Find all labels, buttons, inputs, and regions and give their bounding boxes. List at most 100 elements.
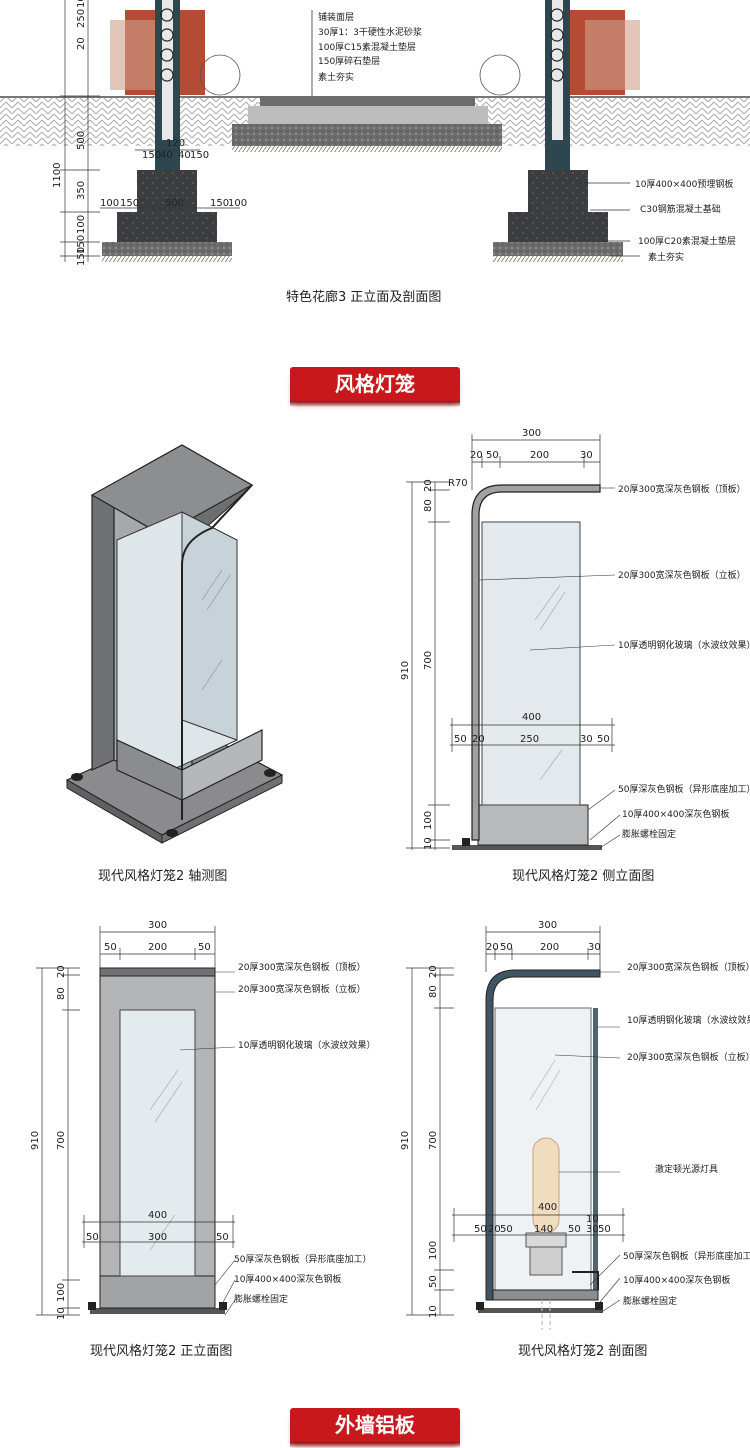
material-note: 100厚C20素混凝土垫层 [638,235,736,247]
material-note: 20厚300宽深灰色钢板（顶板） [238,961,366,973]
side-caption: 现代风格灯笼2 侧立面图 [512,869,655,884]
dimension-label: 200 [148,942,167,953]
dimension-label: 700 [428,1131,439,1150]
lantern-section-title: 风格灯笼 [290,367,460,407]
dimension-label: 100 [428,1241,439,1260]
dimension-label: 140 [534,1224,553,1235]
dimension-label: 300 [538,920,557,931]
dimension-label: 80 [56,987,67,1000]
dimension-label: 200 [540,942,559,953]
corridor-caption: 特色花廊3 正立面及剖面图 [286,290,442,305]
material-note: 素土夯实 [318,71,354,83]
dimension-label: 50 [500,1224,513,1235]
dimension-label: 910 [30,1131,41,1150]
dimension-label: 910 [400,661,411,680]
dimension-label: 500 [165,198,184,209]
material-note: 20厚300宽深灰色钢板（顶板） [618,483,746,495]
material-note: 铺装面层 [318,11,354,23]
dimension-label: 350 [76,181,87,200]
dimension-label: 400 [538,1202,557,1213]
dimension-label: 100 [100,198,119,209]
dimension-label: 250 [76,9,87,28]
material-note: 10厚400×400深灰色钢板 [622,808,729,820]
material-note: 膨胀螺栓固定 [234,1293,288,1305]
dimension-label: 100 [56,1283,67,1302]
dimension-label: 20 [76,37,87,50]
dimension-label: 30 [586,1224,599,1235]
dimension-label: 50 [568,1224,581,1235]
material-note: 100厚C15素混凝土垫层 [318,41,416,53]
dimension-label: 100 [423,811,434,830]
dimension-label: 400 [148,1210,167,1221]
aluminum-section-title: 外墙铝板 [290,1408,460,1448]
dimension-label: 700 [56,1131,67,1150]
dimension-label: 500 [76,131,87,150]
dimension-label: 150 [76,235,87,254]
dimension-label: 10 [428,1305,439,1318]
material-note: 30厚1：3干硬性水泥砂浆 [318,26,422,38]
dimension-label: 1100 [52,163,63,188]
material-note: 20厚300宽深灰色钢板（顶板） [627,961,750,973]
material-note: 10厚透明钢化玻璃（水波纹效果） [618,639,750,651]
dimension-label: 50 [598,1224,611,1235]
dimension-label: 400 [522,712,541,723]
dimension-label: 150 [142,150,161,161]
dimension-label: 150 [76,247,87,266]
dimension-label: 300 [148,920,167,931]
radius-label: R70 [448,478,468,489]
dimension-label: 150 [190,150,209,161]
material-note: C30钢筋混凝土基础 [640,203,721,215]
material-note: 10厚400×400深灰色钢板 [623,1274,730,1286]
material-note: 膨胀螺栓固定 [623,1295,677,1307]
dimension-label: 20 [488,1224,501,1235]
dimension-label: 10 [76,0,87,8]
dimension-label: 300 [522,428,541,439]
dimension-label: 50 [486,450,499,461]
iso-drawing [65,444,284,844]
dimension-label: 10 [423,837,434,850]
material-note: 20厚300宽深灰色钢板（立板） [627,1051,750,1063]
dimension-label: 50 [454,734,467,745]
section-caption: 现代风格灯笼2 剖面图 [518,1344,648,1359]
dimension-label: 120 [166,138,185,149]
dimension-label: 40 [178,150,191,161]
dimension-label: 300 [148,1232,167,1243]
dimension-label: 50 [428,1275,439,1288]
material-note: 50厚深灰色钢板（异形底座加工） [623,1250,750,1262]
dimension-label: 250 [520,734,539,745]
dimension-label: 50 [474,1224,487,1235]
material-note: 10厚400×400预埋钢板 [635,178,733,190]
material-note: 10厚400×400深灰色钢板 [234,1273,341,1285]
material-note: 10厚透明钢化玻璃（水波纹效果） [627,1014,750,1026]
dimension-label: 100 [76,215,87,234]
dimension-label: 910 [400,1131,411,1150]
dimension-label: 100 [228,198,247,209]
dimension-label: 10 [586,1214,599,1225]
dimension-label: 20 [472,734,485,745]
dimension-label: 50 [216,1232,229,1243]
dimension-label: 30 [580,450,593,461]
dimension-label: 10 [56,1307,67,1320]
dimension-label: 200 [530,450,549,461]
material-note: 20厚300宽深灰色钢板（立板） [618,569,746,581]
dimension-label: 80 [428,985,439,998]
dimension-label: 20 [470,450,483,461]
dimension-label: 700 [423,651,434,670]
dimension-label: 50 [500,942,513,953]
dimension-label: 30 [588,942,601,953]
iso-caption: 现代风格灯笼2 轴测图 [98,869,228,884]
dimension-label: 150 [120,198,139,209]
dimension-label: 20 [423,479,434,492]
material-note: 50厚深灰色钢板（异形底座加工） [234,1253,370,1265]
dimension-label: 150 [210,198,229,209]
dimension-label: 80 [423,499,434,512]
dimension-label: 50 [198,942,211,953]
dimension-label: 50 [597,734,610,745]
dimension-label: 50 [86,1232,99,1243]
dimension-label: 20 [486,942,499,953]
dimension-label: 40 [160,150,173,161]
